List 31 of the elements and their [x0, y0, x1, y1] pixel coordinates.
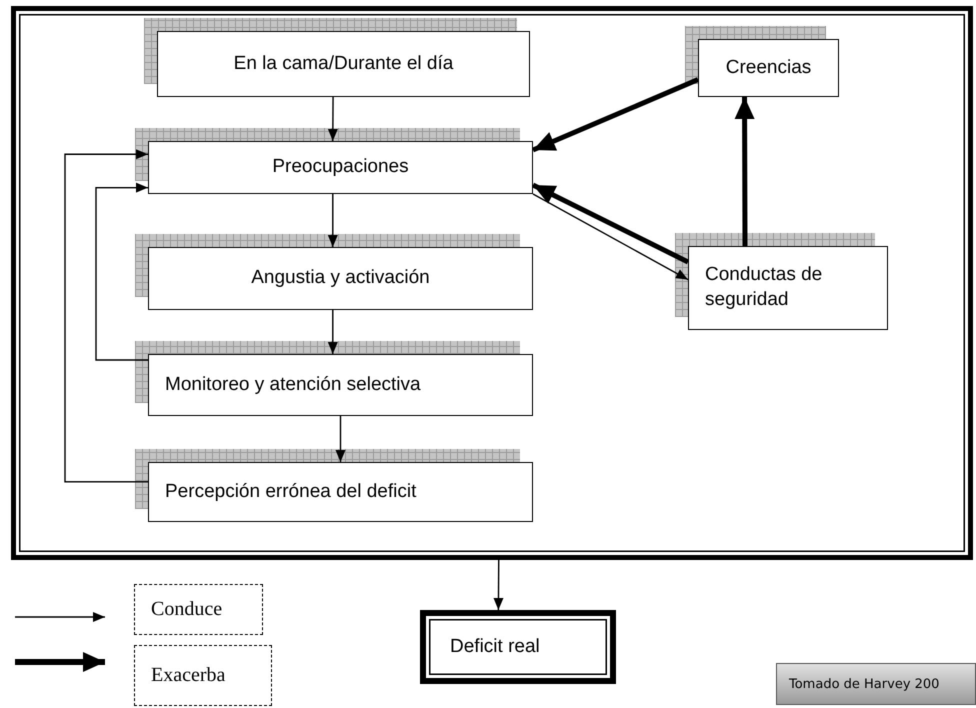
- box-text: En la cama/Durante el día: [234, 52, 454, 76]
- box-text: Monitoreo y atención selectiva: [165, 372, 421, 397]
- process-box: [148, 462, 533, 522]
- process-box: [420, 610, 616, 684]
- process-box: [157, 31, 530, 97]
- process-box: [688, 246, 888, 330]
- source-note: Tomado de Harvey 200: [776, 663, 976, 705]
- box-text: Angustia y activación: [251, 266, 430, 290]
- arrow: [734, 97, 755, 246]
- legend-label: Exacerba: [134, 645, 272, 706]
- arrow: [532, 193, 688, 280]
- process-box: [148, 141, 533, 194]
- arrow: [95, 182, 148, 361]
- arrow: [493, 560, 504, 610]
- arrow: [328, 310, 338, 354]
- box-text: Creencias: [726, 56, 812, 80]
- outer-frame: [11, 6, 973, 560]
- arrow: [532, 77, 699, 152]
- arrow: [532, 182, 690, 264]
- arrow: [64, 149, 148, 482]
- process-box: [698, 39, 839, 97]
- arrow: [336, 416, 346, 462]
- box-text: Deficit real: [450, 634, 540, 659]
- process-box: [148, 354, 533, 416]
- arrow: [328, 194, 338, 247]
- process-box: [148, 247, 533, 310]
- arrow: [328, 97, 338, 141]
- legend-label: Conduce: [134, 584, 263, 635]
- box-text: Preocupaciones: [272, 155, 409, 180]
- box-text: Conductas de seguridad: [705, 263, 824, 312]
- box-text: Percepción errónea del deficit: [165, 480, 416, 504]
